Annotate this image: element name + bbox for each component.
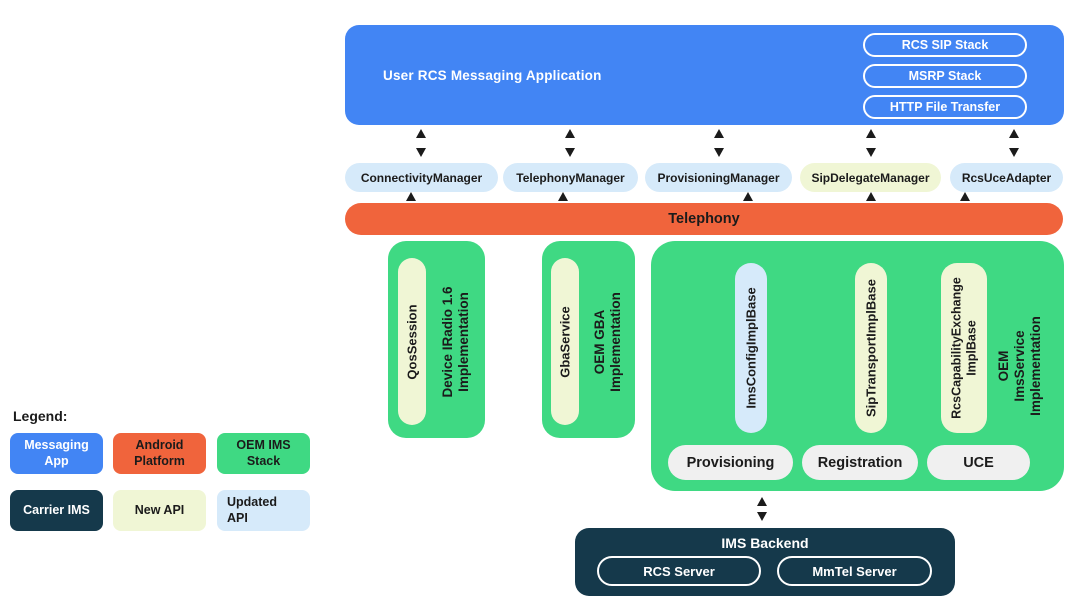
arrow-up-icon [757,497,767,506]
arrow-up-icon [866,129,876,138]
rcs-server-pill: RCS Server [597,556,761,586]
arrow-up-icon [714,129,724,138]
arrow-up-icon [406,192,416,201]
ims-backend-title: IMS Backend [721,535,809,551]
arrow-down-icon [714,148,724,157]
telephony-manager-pill: TelephonyManager [503,163,638,192]
provisioning-pill: Provisioning [668,445,793,480]
user-rcs-app-title: User RCS Messaging Application [383,67,602,83]
uce-pill: UCE [927,445,1030,480]
sip-transport-impl-base-label: SipTransportImplBase [863,279,879,417]
arrow-up-icon [416,129,426,138]
connectivity-manager-pill: ConnectivityManager [345,163,498,192]
sip-transport-impl-base-pill [855,263,887,433]
provisioning-manager-pill: ProvisioningManager [645,163,792,192]
arrow-down-icon [565,148,575,157]
qos-session-pill [398,258,426,425]
legend-messaging-app: Messaging App [10,433,103,474]
legend-new-api: New API [113,490,206,531]
legend-updated-api: Updated API [217,490,310,531]
device-iradio-label: Device IRadio 1.6 Implementation [440,286,471,398]
arrow-down-icon [757,512,767,521]
arrow-up-icon [960,192,970,201]
legend-android-platform: Android Platform [113,433,206,474]
oem-ims-service-label: OEM ImsService Implementation [996,316,1043,416]
rcs-capability-exchange-pill [941,263,987,433]
arrow-down-icon [416,148,426,157]
gba-service-label: GbaService [557,306,573,378]
rcs-sip-stack-pill: RCS SIP Stack [863,33,1027,57]
arrow-up-icon [558,192,568,201]
sip-delegate-manager-pill: SipDelegateManager [800,163,941,192]
gba-service-pill [551,258,579,425]
arrow-up-icon [565,129,575,138]
arrow-up-icon [743,192,753,201]
ims-config-impl-base-pill [735,263,767,433]
rcs-uce-adapter-pill: RcsUceAdapter [950,163,1063,192]
http-file-transfer-pill: HTTP File Transfer [863,95,1027,119]
legend-oem-ims-stack: OEM IMS Stack [217,433,310,474]
ims-backend-box: IMS Backend RCS Server MmTel Server [575,528,955,596]
ims-config-impl-base-label: ImsConfigImplBase [743,287,759,409]
msrp-stack-pill: MSRP Stack [863,64,1027,88]
user-rcs-app-box: User RCS Messaging Application RCS SIP S… [345,25,1064,125]
legend-carrier-ims: Carrier IMS [10,490,103,531]
qos-session-label: QosSession [404,304,420,380]
rcs-capability-exchange-label: RcsCapabilityExchange ImplBase [949,277,978,419]
legend-title: Legend: [13,408,68,424]
arrow-down-icon [866,148,876,157]
registration-pill: Registration [802,445,918,480]
arrow-down-icon [1009,148,1019,157]
mmtel-server-pill: MmTel Server [777,556,932,586]
telephony-bar: Telephony [345,203,1063,235]
arrow-up-icon [1009,129,1019,138]
arrow-up-icon [866,192,876,201]
oem-gba-label: OEM GBA Implementation [592,292,623,392]
